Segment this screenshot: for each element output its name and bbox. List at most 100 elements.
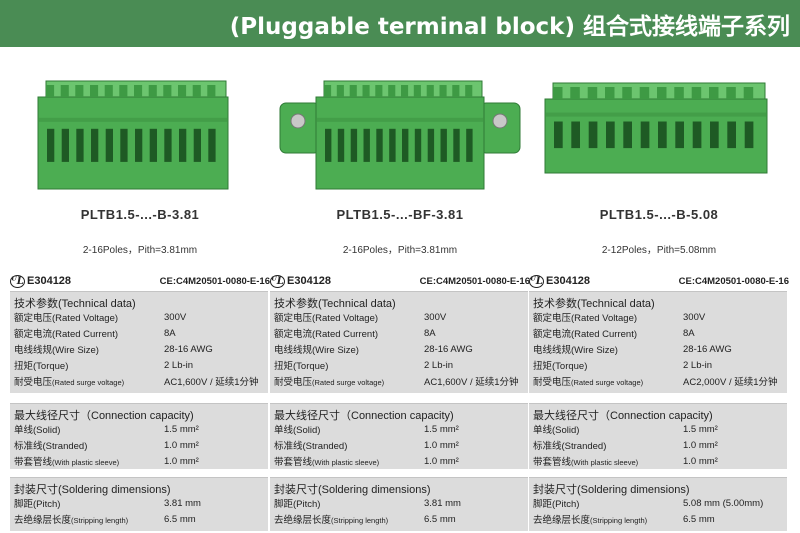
spec-label: 额定电流(Rated Current)	[533, 329, 637, 340]
spec-row: 去绝缘层长度(Stripping length)6.5 mm	[270, 511, 528, 527]
panel-title: 最大线径尺寸（Connection capacity)	[274, 410, 454, 422]
spec-value: 1.0 mm²	[164, 455, 199, 467]
spec-label: 标准线(Stranded)	[14, 441, 88, 452]
spec-row: 标准线(Stranded)1.0 mm²	[10, 437, 268, 453]
spec-row: 扭矩(Torque)2 Lb-in	[529, 357, 787, 373]
product-model: PLTB1.5-...-BF-3.81	[336, 207, 464, 222]
spec-label: 耐受电压(Rated surge voltage)	[274, 377, 385, 388]
spec-label: 脚距(Pitch)	[533, 499, 580, 510]
page-title: (Pluggable terminal block) 组合式接线端子系列	[229, 13, 790, 40]
ul-logo-icon: ᵁL	[270, 274, 285, 288]
spec-row: 额定电压(Rated Voltage)300V	[10, 309, 268, 325]
ce-number: CE:C4M20501-0080-E-16	[159, 275, 270, 287]
spec-value: 3.81 mm	[424, 497, 461, 509]
product-photo	[527, 61, 791, 201]
spec-value: 8A	[424, 327, 436, 339]
spec-value: 2 Lb-in	[164, 359, 194, 371]
spec-label: 电线线规(Wire Size)	[14, 345, 99, 356]
spec-label: 耐受电压(Rated surge voltage)	[14, 377, 125, 388]
spec-value: 1.0 mm²	[683, 455, 718, 467]
spec-label: 带套管线(With plastic sleeve)	[533, 457, 639, 468]
technical-data-panel: 技术参数(Technical data) 额定电压(Rated Voltage) 3…	[270, 291, 528, 393]
spec-value: 6.5 mm	[683, 513, 715, 525]
product-poles: 2-12Poles，Pith=5.08mm	[601, 245, 717, 256]
spec-row: 带套管线(With plastic sleeve) 1.0 mm²	[529, 453, 787, 469]
panel-title: 封装尺寸(Soldering dimensions)	[14, 484, 171, 496]
terminal-block-illustration	[279, 80, 521, 190]
soldering-dimensions-panel: 封装尺寸(Soldering dimensions) 脚距(Pitch) 5.08 …	[529, 477, 787, 531]
spec-value: 6.5 mm	[164, 513, 196, 525]
spec-label: 去绝缘层长度(Stripping length)	[533, 515, 648, 526]
spec-row: 耐受电压(Rated surge voltage)AC1,600V / 延续1分…	[10, 373, 268, 389]
spec-row: 耐受电压(Rated surge voltage) AC1,600V / 延续1分…	[270, 373, 528, 389]
ul-number: E304128	[287, 275, 332, 287]
spec-value: 28-16 AWG	[164, 343, 213, 355]
spec-label: 单线(Solid)	[533, 425, 580, 436]
spec-value: 1.0 mm²	[424, 455, 459, 467]
spec-label: 扭矩(Torque)	[533, 361, 588, 372]
spec-value: 300V	[164, 311, 187, 323]
panel-title: 技术参数(Technical data)	[274, 298, 396, 310]
page-banner: (Pluggable terminal block) 组合式接线端子系列	[0, 0, 800, 47]
terminal-block-illustration	[544, 82, 768, 174]
spec-value: 2 Lb-in	[424, 359, 454, 371]
spec-value: AC2,000V / 延续1分钟	[683, 377, 778, 388]
spec-row: 电线线规(Wire Size) 28-16 AWG	[10, 341, 268, 357]
spec-label: 额定电流(Rated Current)	[274, 329, 378, 340]
spec-row: 额定电压(Rated Voltage) 300V	[270, 309, 528, 325]
spec-label: 去绝缘层长度(Stripping length)	[14, 515, 129, 526]
ce-number: CE:C4M20501-0080-E-16	[419, 275, 530, 287]
spec-label: 去绝缘层长度(Stripping length)	[274, 515, 389, 526]
panel-title: 最大线径尺寸（Connection capacity)	[533, 410, 713, 422]
spec-row: 单线(Solid) 1.5 mm²	[529, 421, 787, 437]
panel-title: 封装尺寸(Soldering dimensions)	[533, 484, 690, 496]
spec-row: 脚距(Pitch) 3.81 mm	[270, 495, 528, 511]
connection-capacity-panel: 最大线径尺寸（Connection capacity) 单线(Solid) 1.5 …	[270, 403, 528, 469]
spec-value: AC1,600V / 延续1分钟	[424, 377, 519, 388]
spec-row: 电线线规(Wire Size) 28-16 AWG	[529, 341, 787, 357]
spec-row: 额定电流(Rated Current) 8A	[270, 325, 528, 341]
product-poles: 2-16Poles，Pith=3.81mm	[82, 245, 198, 256]
spec-value: 5.08 mm (5.00mm)	[683, 497, 764, 509]
technical-data-panel: 技术参数(Technical data)额定电压(Rated Voltage)3…	[10, 291, 268, 393]
spec-value: 300V	[424, 311, 447, 323]
spec-label: 额定电流(Rated Current)	[14, 329, 118, 340]
spec-label: 耐受电压(Rated surge voltage)	[533, 377, 644, 388]
spec-value: 3.81 mm	[164, 497, 201, 509]
spec-row: 脚距(Pitch)3.81 mm	[10, 495, 268, 511]
spec-value: 1.5 mm²	[683, 423, 718, 435]
soldering-dimensions-panel: 封装尺寸(Soldering dimensions)脚距(Pitch)3.81 …	[270, 477, 528, 531]
spec-row: 额定电流(Rated Current) 8A	[10, 325, 268, 341]
spec-value: 8A	[164, 327, 176, 339]
spec-value: 28-16 AWG	[683, 343, 732, 355]
spec-value: 1.0 mm²	[424, 439, 459, 451]
spec-label: 电线线规(Wire Size)	[274, 345, 359, 356]
spec-row: 带套管线(With plastic sleeve)1.0 mm²	[270, 453, 528, 469]
spec-value: 8A	[683, 327, 695, 339]
spec-row: 单线(Solid)1.5 mm²	[10, 421, 268, 437]
technical-data-panel: 技术参数(Technical data)额定电压(Rated Voltage)3…	[529, 291, 787, 393]
spec-value: 1.5 mm²	[424, 423, 459, 435]
spec-label: 标准线(Stranded)	[274, 441, 348, 452]
spec-label: 单线(Solid)	[274, 425, 321, 436]
soldering-dimensions-panel: 封装尺寸(Soldering dimensions)脚距(Pitch)3.81 …	[10, 477, 268, 531]
spec-label: 额定电压(Rated Voltage)	[533, 313, 638, 324]
spec-label: 标准线(Stranded)	[533, 441, 607, 452]
spec-row: 标准线(Stranded) 1.0 mm²	[270, 437, 528, 453]
connection-capacity-panel: 最大线径尺寸（Connection capacity)单线(Solid)1.5 …	[10, 403, 268, 469]
product-model: PLTB1.5-...-B-3.81	[80, 207, 200, 222]
spec-label: 额定电压(Rated Voltage)	[274, 313, 379, 324]
spec-label: 脚距(Pitch)	[274, 499, 321, 510]
ul-logo-icon: ᵁL	[529, 274, 544, 288]
product-column: PLTB1.5-...-B-3.81 2-16Poles，Pith=3.81mm ᵁ…	[8, 47, 272, 533]
spec-row: 去绝缘层长度(Stripping length) 6.5 mm	[529, 511, 787, 527]
spec-label: 电线线规(Wire Size)	[533, 345, 618, 356]
